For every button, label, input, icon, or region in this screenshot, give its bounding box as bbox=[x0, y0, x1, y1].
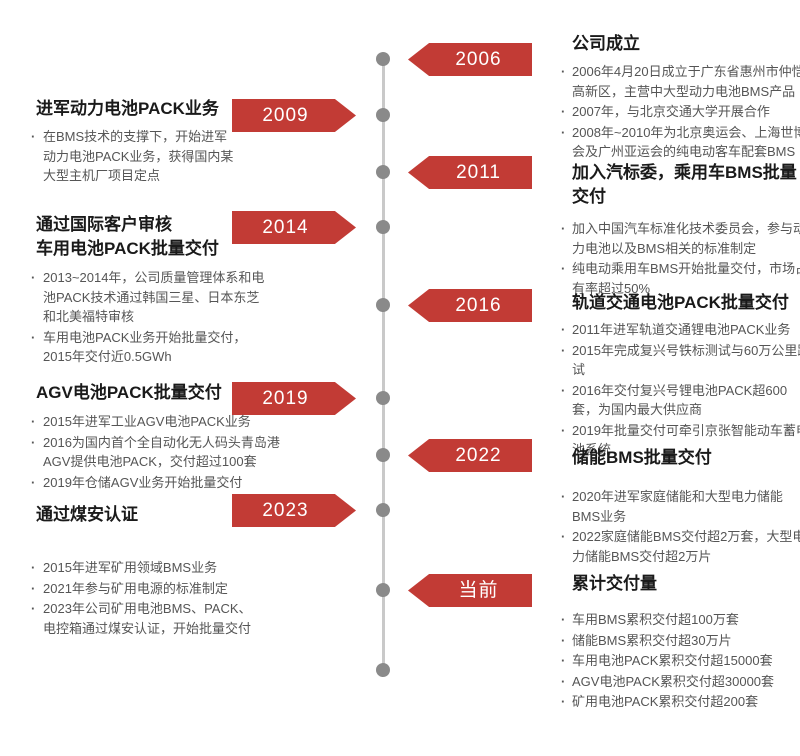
bullet-item: 2006年4月20日成立于广东省惠州市仲恺高新区，主营中大型动力电池BMS产品 bbox=[559, 62, 800, 101]
year-flag-2011: 2011 bbox=[408, 156, 532, 189]
timeline-dot bbox=[376, 663, 390, 677]
year-flag-2014: 2014 bbox=[232, 211, 356, 244]
bullet-item: 2023年公司矿用电池BMS、PACK、电控箱通过煤安认证，开始批量交付 bbox=[28, 599, 260, 638]
timeline-dot bbox=[376, 165, 390, 179]
milestone-title: 加入汽标委，乘用车BMS批量交付 bbox=[572, 163, 797, 206]
bullet-item: 2020年进军家庭储能和大型电力储能BMS业务 bbox=[559, 487, 800, 526]
milestone-title: 公司成立 bbox=[572, 34, 640, 53]
timeline-dot bbox=[376, 448, 390, 462]
bullet-item: 车用电池PACK业务开始批量交付，2015年交付近0.5GWh bbox=[28, 328, 268, 367]
year-flag-2022: 2022 bbox=[408, 439, 532, 472]
bullet-item: 车用电池PACK累积交付超15000套 bbox=[559, 651, 800, 671]
bullet-item: 2015年完成复兴号铁标测试与60万公里路试 bbox=[559, 341, 800, 380]
milestone-bullets: 2006年4月20日成立于广东省惠州市仲恺高新区，主营中大型动力电池BMS产品2… bbox=[559, 62, 800, 162]
timeline-dot bbox=[376, 391, 390, 405]
year-flag-current: 当前 bbox=[408, 574, 532, 607]
timeline-dot bbox=[376, 220, 390, 234]
milestone-title: 累计交付量 bbox=[572, 574, 657, 593]
bullet-item: 矿用电池PACK累积交付超200套 bbox=[559, 692, 800, 712]
milestone-bullets: 在BMS技术的支撑下，开始进军动力电池PACK业务，获得国内某大型主机厂项目定点 bbox=[28, 127, 236, 186]
bullet-item: 2015年进军矿用领域BMS业务 bbox=[28, 558, 260, 578]
milestone-bullets: 2015年进军工业AGV电池PACK业务2016为国内首个全自动化无人码头青岛港… bbox=[28, 412, 286, 492]
year-flag-2019: 2019 bbox=[232, 382, 356, 415]
bullet-item: 2013~2014年，公司质量管理体系和电池PACK技术通过韩国三星、日本东芝和… bbox=[28, 268, 268, 327]
bullet-item: 在BMS技术的支撑下，开始进军动力电池PACK业务，获得国内某大型主机厂项目定点 bbox=[28, 127, 236, 186]
bullet-item: 2019年仓储AGV业务开始批量交付 bbox=[28, 473, 286, 493]
milestone-2009: 进军动力电池PACK业务 在BMS技术的支撑下，开始进军动力电池PACK业务，获… bbox=[28, 97, 236, 187]
milestone-2016: 轨道交通电池PACK批量交付 2011年进军轨道交通锂电池PACK业务2015年… bbox=[559, 291, 800, 461]
milestone-2011: 加入汽标委，乘用车BMS批量交付 加入中国汽车标准化技术委员会，参与动力电池以及… bbox=[559, 161, 800, 299]
milestone-2014: 通过国际客户审核 车用电池PACK批量交付 2013~2014年，公司质量管理体… bbox=[28, 213, 268, 368]
milestone-title: 储能BMS批量交付 bbox=[572, 448, 712, 467]
bullet-item: 2016为国内首个全自动化无人码头青岛港AGV提供电池PACK，交付超过100套 bbox=[28, 433, 286, 472]
milestone-2023: 通过煤安认证 2015年进军矿用领域BMS业务2021年参与矿用电源的标准制定2… bbox=[28, 503, 260, 639]
milestone-title: 通过国际客户审核 车用电池PACK批量交付 bbox=[36, 215, 219, 258]
bullet-item: 2011年进军轨道交通锂电池PACK业务 bbox=[559, 320, 800, 340]
milestone-2006: 公司成立 2006年4月20日成立于广东省惠州市仲恺高新区，主营中大型动力电池B… bbox=[559, 32, 800, 163]
year-flag-2009: 2009 bbox=[232, 99, 356, 132]
timeline-dot bbox=[376, 52, 390, 66]
milestone-title: 进军动力电池PACK业务 bbox=[36, 99, 219, 118]
timeline-dot bbox=[376, 503, 390, 517]
milestone-bullets: 2011年进军轨道交通锂电池PACK业务2015年完成复兴号铁标测试与60万公里… bbox=[559, 320, 800, 460]
year-flag-2016: 2016 bbox=[408, 289, 532, 322]
bullet-item: 2019年批量交付可牵引京张智能动车蓄电池系统 bbox=[559, 421, 800, 460]
timeline-line bbox=[382, 59, 385, 670]
milestone-bullets: 加入中国汽车标准化技术委员会，参与动力电池以及BMS相关的标准制定纯电动乘用车B… bbox=[559, 219, 800, 298]
milestone-current: 累计交付量 车用BMS累积交付超100万套储能BMS累积交付超30万片车用电池P… bbox=[559, 572, 800, 713]
bullet-item: 加入中国汽车标准化技术委员会，参与动力电池以及BMS相关的标准制定 bbox=[559, 219, 800, 258]
year-flag-2006: 2006 bbox=[408, 43, 532, 76]
milestone-bullets: 2015年进军矿用领域BMS业务2021年参与矿用电源的标准制定2023年公司矿… bbox=[28, 558, 260, 638]
milestone-bullets: 2020年进军家庭储能和大型电力储能BMS业务2022家庭储能BMS交付超2万套… bbox=[559, 487, 800, 566]
bullet-item: 2008年~2010年为北京奥运会、上海世博会及广州亚运会的纯电动客车配套BMS bbox=[559, 123, 800, 162]
year-flag-2023: 2023 bbox=[232, 494, 356, 527]
bullet-item: 车用BMS累积交付超100万套 bbox=[559, 610, 800, 630]
timeline-dot bbox=[376, 583, 390, 597]
milestone-title: 轨道交通电池PACK批量交付 bbox=[572, 293, 789, 312]
milestone-title: 通过煤安认证 bbox=[36, 505, 138, 524]
milestone-bullets: 车用BMS累积交付超100万套储能BMS累积交付超30万片车用电池PACK累积交… bbox=[559, 610, 800, 712]
bullet-item: 2016年交付复兴号锂电池PACK超600套，为国内最大供应商 bbox=[559, 381, 800, 420]
milestone-2022: 储能BMS批量交付 2020年进军家庭储能和大型电力储能BMS业务2022家庭储… bbox=[559, 446, 800, 567]
milestone-bullets: 2013~2014年，公司质量管理体系和电池PACK技术通过韩国三星、日本东芝和… bbox=[28, 268, 268, 367]
milestone-2019: AGV电池PACK批量交付 2015年进军工业AGV电池PACK业务2016为国… bbox=[28, 381, 286, 493]
bullet-item: 纯电动乘用车BMS开始批量交付，市场占有率超过50% bbox=[559, 259, 800, 298]
bullet-item: AGV电池PACK累积交付超30000套 bbox=[559, 672, 800, 692]
bullet-item: 储能BMS累积交付超30万片 bbox=[559, 631, 800, 651]
bullet-item: 2007年，与北京交通大学开展合作 bbox=[559, 102, 800, 122]
milestone-title: AGV电池PACK批量交付 bbox=[36, 383, 222, 402]
timeline-dot bbox=[376, 298, 390, 312]
bullet-item: 2015年进军工业AGV电池PACK业务 bbox=[28, 412, 286, 432]
bullet-item: 2022家庭储能BMS交付超2万套，大型电力储能BMS交付超2万片 bbox=[559, 527, 800, 566]
timeline-dot bbox=[376, 108, 390, 122]
bullet-item: 2021年参与矿用电源的标准制定 bbox=[28, 579, 260, 599]
